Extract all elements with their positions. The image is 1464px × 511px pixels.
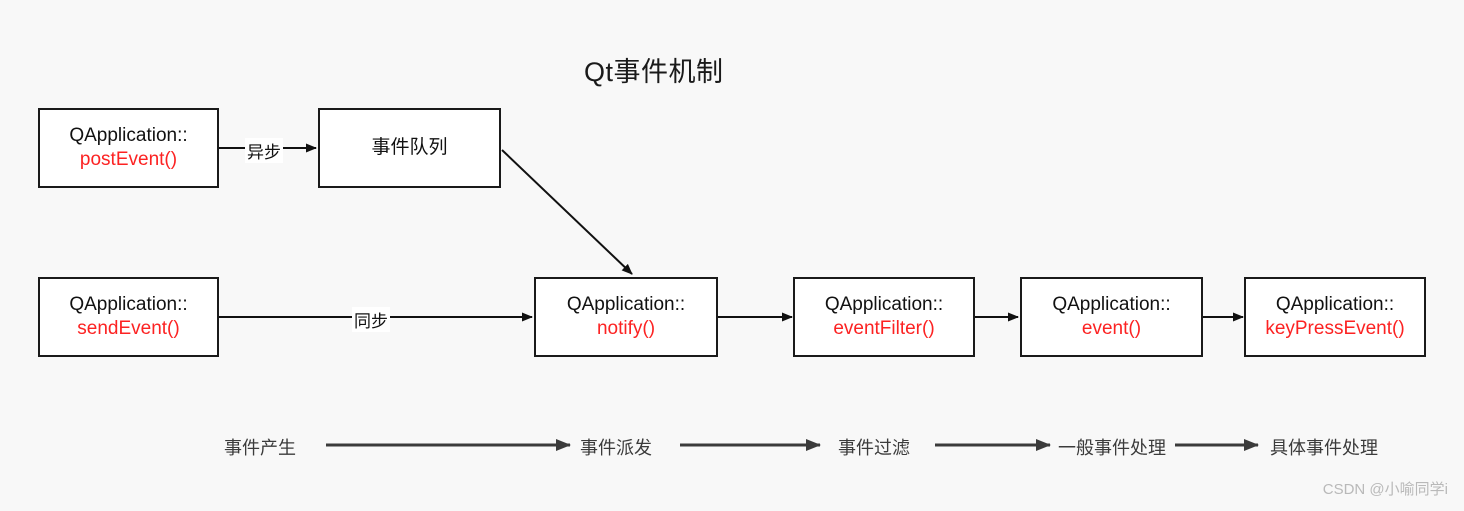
page-title: Qt事件机制 bbox=[584, 57, 724, 87]
node-event-filter[interactable]: QApplication:: eventFilter() bbox=[793, 277, 975, 357]
node-event-queue-label: 事件队列 bbox=[371, 137, 448, 159]
node-event-filter-namespace: QApplication:: bbox=[824, 294, 944, 316]
legend-stage-event-generation: 事件产生 bbox=[224, 438, 296, 458]
edge-queue-to-notify bbox=[501, 149, 633, 275]
node-event-namespace: QApplication:: bbox=[1052, 294, 1171, 316]
node-key-press-event[interactable]: QApplication:: keyPressEvent() bbox=[1244, 277, 1426, 357]
node-notify[interactable]: QApplication:: notify() bbox=[534, 277, 718, 357]
node-key-press-event-method: keyPressEvent() bbox=[1265, 318, 1405, 339]
node-notify-namespace: QApplication:: bbox=[566, 294, 686, 316]
node-send-event[interactable]: QApplication:: sendEvent() bbox=[38, 277, 219, 357]
node-post-event-namespace: QApplication:: bbox=[69, 125, 188, 147]
node-notify-method: notify() bbox=[596, 318, 656, 339]
node-event-queue[interactable]: 事件队列 bbox=[318, 108, 501, 188]
legend-stage-event-filter: 事件过滤 bbox=[838, 438, 910, 458]
edge-label-async: 异步 bbox=[245, 138, 283, 163]
node-post-event-method: postEvent() bbox=[79, 149, 178, 170]
legend-stage-general-handling: 一般事件处理 bbox=[1058, 438, 1166, 458]
legend-stage-event-dispatch: 事件派发 bbox=[580, 438, 652, 458]
node-event-filter-method: eventFilter() bbox=[833, 318, 935, 339]
node-send-event-method: sendEvent() bbox=[77, 318, 180, 339]
node-event[interactable]: QApplication:: event() bbox=[1020, 277, 1203, 357]
node-post-event[interactable]: QApplication:: postEvent() bbox=[38, 108, 219, 188]
node-send-event-namespace: QApplication:: bbox=[69, 294, 188, 316]
edge-label-sync: 同步 bbox=[352, 307, 390, 332]
watermark: CSDN @小喻同学i bbox=[1322, 481, 1448, 498]
node-key-press-event-namespace: QApplication:: bbox=[1275, 294, 1395, 316]
legend-stage-specific-handling: 具体事件处理 bbox=[1270, 438, 1378, 458]
node-event-method: event() bbox=[1081, 318, 1142, 339]
